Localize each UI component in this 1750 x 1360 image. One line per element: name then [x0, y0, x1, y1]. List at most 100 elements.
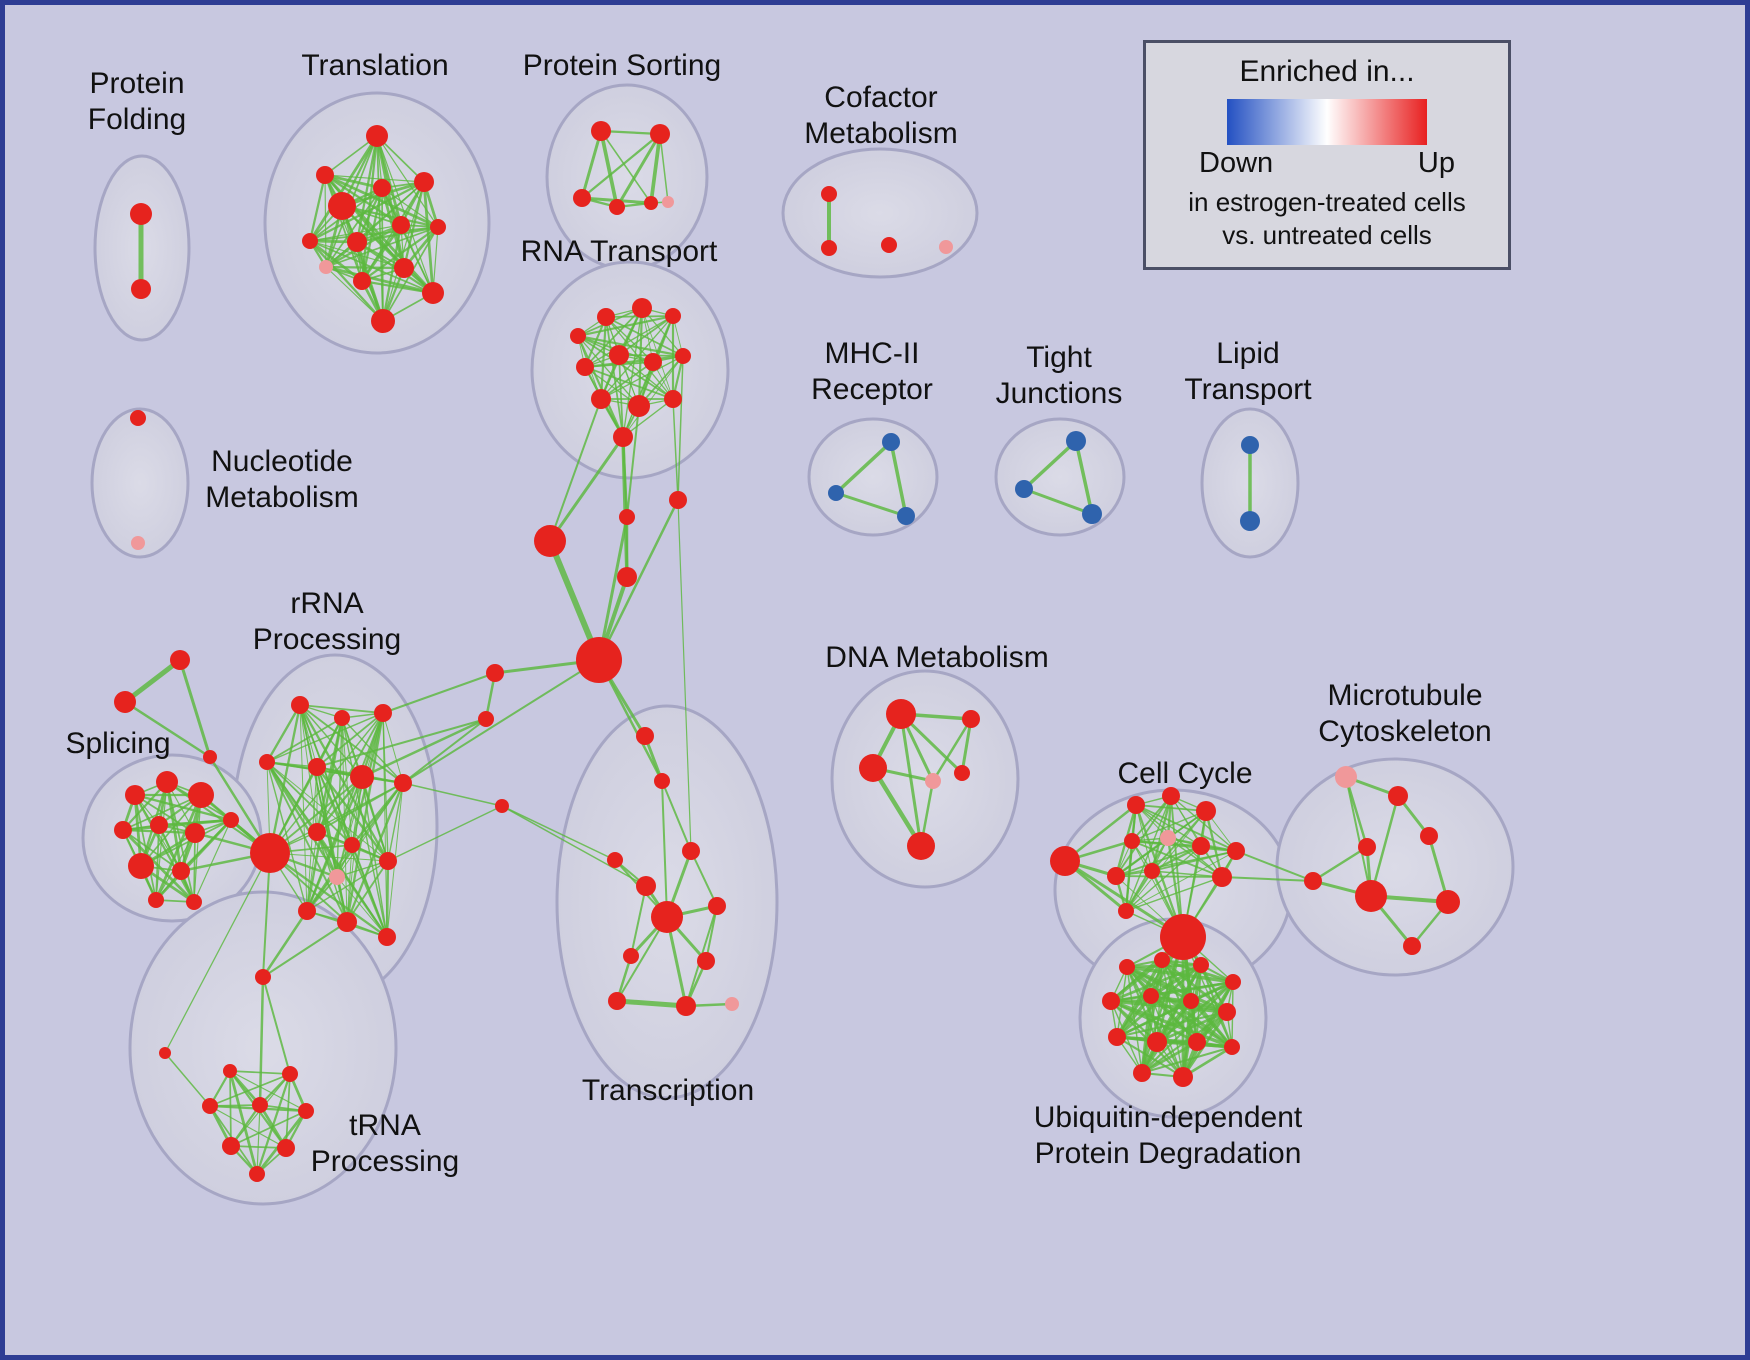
graph-edge [1311, 845, 1369, 883]
graph-edge [1149, 980, 1235, 998]
graph-edge [1131, 795, 1172, 842]
graph-node-tn5 [202, 1098, 218, 1114]
graph-edge [122, 657, 183, 705]
graph-edge [661, 780, 668, 918]
graph-edge [677, 355, 684, 501]
graph-edge [580, 129, 603, 200]
graph-node-tr8 [392, 216, 410, 234]
graph-node-sp0b [114, 691, 136, 713]
graph-node-mh2 [828, 485, 844, 501]
graph-edge [316, 718, 487, 768]
graph-edge [308, 180, 426, 243]
graph-edge [133, 793, 196, 904]
graph-edge [600, 355, 684, 400]
graph-edge [583, 354, 685, 369]
graph-node-rr8 [250, 833, 290, 873]
graph-edge [622, 355, 684, 438]
graph-node-ub12 [1224, 1039, 1240, 1055]
graph-edge [230, 1145, 287, 1149]
graph-node-dm6 [907, 832, 935, 860]
graph-edge [501, 805, 616, 861]
graph-node-rr11 [329, 869, 345, 885]
graph-edge [193, 819, 232, 903]
graph-edge [266, 761, 308, 912]
graph-node-cf1 [821, 186, 837, 202]
graph-edge [599, 129, 619, 209]
graph-edge [659, 133, 669, 203]
graph-edge [316, 782, 404, 833]
graph-edge [193, 794, 202, 903]
graph-edge [351, 844, 388, 938]
graph-node-rr3 [374, 704, 392, 722]
legend-box: Enriched in... Down Up in estrogen-treat… [1143, 40, 1511, 270]
graph-node-h3 [669, 491, 687, 509]
graph-node-cc12 [1118, 903, 1134, 919]
graph-edge [325, 266, 384, 322]
graph-edge [580, 132, 662, 200]
cluster-label-rna-transport: RNA Transport [521, 235, 718, 268]
cluster-ellipse-nucleotide-metabolism [90, 407, 190, 559]
graph-node-tn6 [252, 1097, 268, 1113]
graph-edge [360, 717, 488, 779]
graph-node-lt1 [1241, 436, 1259, 454]
graph-edge [345, 781, 405, 924]
graph-node-ub5 [1102, 992, 1120, 1010]
graph-edge [308, 239, 385, 323]
graph-edge [266, 712, 384, 763]
graph-edge [622, 307, 643, 438]
graph-edge [960, 717, 973, 775]
graph-node-cc4 [1196, 801, 1216, 821]
graph-node-tr4 [302, 233, 318, 249]
graph-edge [690, 850, 718, 907]
graph-node-dm4 [925, 773, 941, 789]
graph-node-dm5 [954, 765, 970, 781]
graph-edge [340, 204, 435, 295]
graph-node-ps5 [644, 196, 658, 210]
graph-edge [265, 703, 302, 764]
graph-edge [305, 775, 364, 913]
graph-node-tn1 [255, 969, 271, 985]
graph-edge [618, 354, 624, 438]
graph-edge [309, 226, 439, 242]
graph-node-cc13 [1160, 914, 1206, 960]
graph-node-rr10 [344, 837, 360, 853]
graph-node-ub1 [1119, 959, 1135, 975]
graph-edge [1115, 845, 1202, 877]
graph-node-dm2 [962, 710, 980, 728]
graph-edge [1199, 963, 1234, 1049]
graph-edge [576, 334, 625, 439]
graph-node-rr5 [308, 758, 326, 776]
graph-node-rr4 [259, 754, 275, 770]
graph-node-h7 [478, 711, 494, 727]
graph-node-cc3 [1162, 787, 1180, 805]
graph-edge [870, 765, 924, 849]
graph-node-cc11 [1212, 867, 1232, 887]
cluster-label-protein-sorting: Protein Sorting [523, 49, 721, 82]
graph-node-ub11 [1188, 1033, 1206, 1051]
graph-node-cc6 [1160, 830, 1176, 846]
graph-node-tr12 [394, 258, 414, 278]
graph-edge [229, 1070, 307, 1112]
graph-edge [324, 265, 435, 295]
graph-node-pf1 [130, 203, 152, 225]
graph-edge [385, 859, 390, 939]
graph-node-cc8 [1227, 842, 1245, 860]
graph-edge [140, 819, 232, 867]
graph-node-tr10 [319, 260, 333, 274]
graph-edge [134, 794, 196, 834]
graph-edge [360, 225, 440, 283]
graph-edge [899, 712, 923, 848]
graph-node-h8 [495, 799, 509, 813]
graph-edge [228, 1069, 259, 1176]
graph-node-tc4 [682, 842, 700, 860]
graph-edge [122, 829, 182, 872]
graph-edge [622, 398, 674, 438]
legend-caption-line1: in estrogen-treated cells [1188, 187, 1466, 217]
graph-edge [1235, 850, 1314, 882]
graph-node-tc2 [654, 773, 670, 789]
graph-edge [306, 860, 389, 912]
graph-node-ps4 [609, 199, 625, 215]
graph-edge [400, 224, 434, 294]
